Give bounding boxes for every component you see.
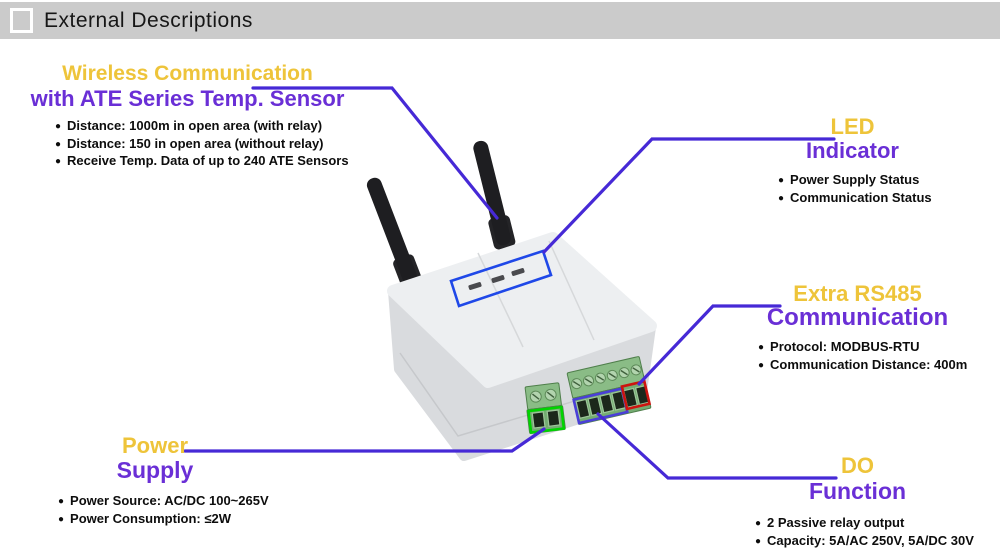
led-window-outline — [449, 249, 553, 308]
do-title-line2: Function — [808, 478, 907, 504]
rs485-title-line2: Communication — [766, 304, 949, 331]
do-title-line1: DO — [841, 453, 874, 478]
annotation-do: DO Function 2 Passive relay output Capac… — [745, 453, 974, 551]
bullet-item: Communication Distance: 400m — [758, 357, 975, 375]
title-square-icon — [10, 8, 33, 33]
wireless-leader-line — [251, 86, 499, 220]
annotation-power: Power Supply Power Source: AC/DC 100~265… — [40, 433, 270, 528]
led-window — [449, 249, 553, 308]
wireless-title-line1: Wireless Communication — [62, 62, 313, 85]
page-title: External Descriptions — [44, 8, 253, 32]
bullet-item: Receive Temp. Data of up to 240 ATE Sens… — [55, 153, 360, 171]
led-bullet-list: Power Supply Status Communication Status — [740, 172, 965, 207]
led-title-line2: Indicator — [806, 138, 899, 163]
bullet-item: Distance: 1000m in open area (with relay… — [55, 118, 360, 136]
bullet-item: Power Source: AC/DC 100~265V — [58, 493, 270, 511]
wireless-title-line2: with ATE Series Temp. Sensor — [30, 86, 345, 111]
do-terminal-outline — [620, 379, 652, 411]
bullet-item: Capacity: 5A/AC 250V, 5A/DC 30V — [755, 533, 974, 551]
rs485-bullet-list: Protocol: MODBUS-RTU Communication Dista… — [740, 339, 975, 374]
led-leader-line — [542, 137, 836, 254]
wireless-bullet-list: Distance: 1000m in open area (with relay… — [15, 118, 360, 171]
bullet-item: 2 Passive relay output — [755, 515, 970, 533]
annotation-led: LED Indicator Power Supply Status Commun… — [740, 114, 965, 207]
power-title-line1: Power — [121, 433, 189, 458]
annotation-rs485: Extra RS485 Communication Protocol: MODB… — [740, 281, 975, 374]
power-title-line2: Supply — [116, 457, 194, 483]
power-terminal — [524, 382, 566, 434]
do-leader-line — [596, 412, 838, 480]
bullet-item: Power Supply Status — [778, 172, 965, 190]
power-leader-line — [183, 427, 546, 453]
bullet-item: Protocol: MODBUS-RTU — [758, 339, 975, 357]
power-terminal-outline — [527, 405, 566, 434]
bullet-item: Power Consumption: ≤2W — [58, 511, 270, 529]
annotation-wireless: Wireless Communication with ATE Series T… — [15, 62, 360, 171]
rs485-title-line1: Extra RS485 — [793, 281, 922, 306]
bullet-item: Distance: 150 in open area (without rela… — [55, 136, 360, 154]
title-bar: External Descriptions — [0, 2, 1000, 39]
rs485-do-terminal — [566, 356, 652, 425]
led-title-line1: LED — [830, 114, 875, 139]
power-bullet-list: Power Source: AC/DC 100~265V Power Consu… — [40, 493, 270, 528]
right-antenna-icon — [473, 140, 516, 250]
rs485-leader-line — [637, 304, 782, 386]
bullet-item: Communication Status — [778, 190, 965, 208]
do-bullet-list: 2 Passive relay output Capacity: 5A/AC 2… — [745, 515, 974, 551]
left-antenna-icon — [366, 177, 423, 290]
